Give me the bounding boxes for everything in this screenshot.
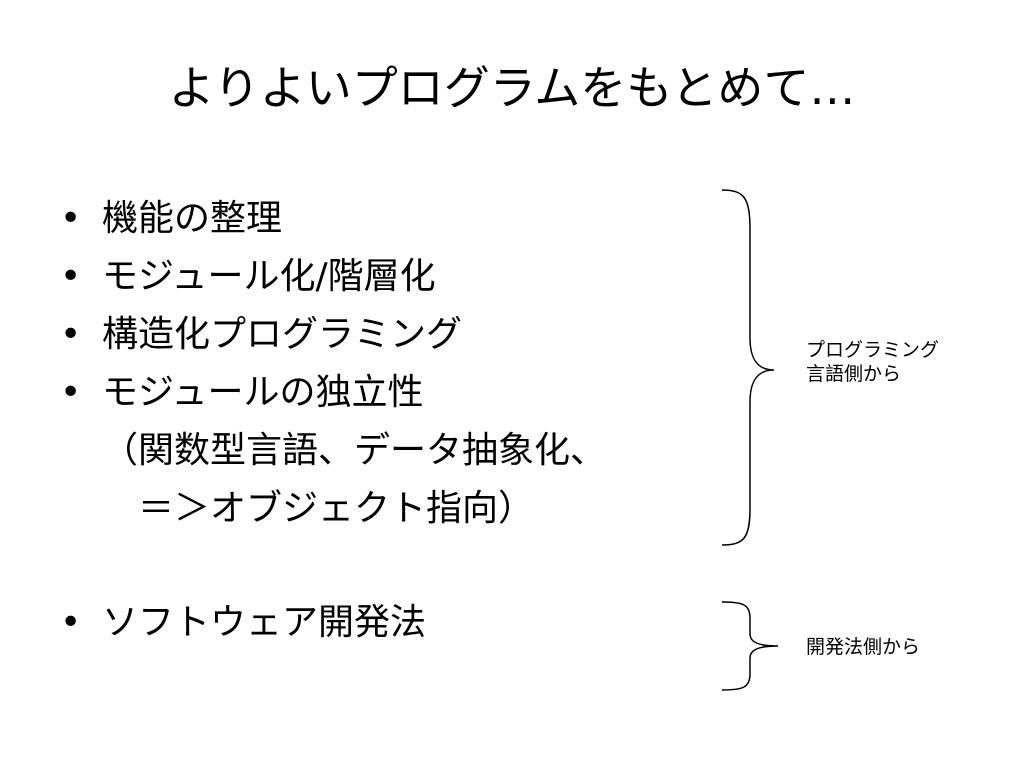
language-side-brace [721,189,775,546]
language-side-annotation: プログラミング 言語側から [806,338,939,386]
bullet-item-software-development-method: • ソフトウェア開発法 [60,594,606,652]
bullet-text: 構造化プログラミング [102,314,463,355]
annotation-line: 開発法側から [806,636,921,658]
bullet-text: 機能の整理 [102,198,283,239]
bullet-item-modularization: • モジュール化/階層化 [60,248,606,306]
bullet-dot: • [60,198,82,239]
bullet-text: モジュール化/階層化 [102,256,436,297]
slide-title: よりよいプログラムをもとめて… [168,61,856,115]
bullet-dot: • [60,256,82,297]
bullet-list: • 機能の整理 • モジュール化/階層化 • 構造化プログラミング • モジュー… [60,190,606,652]
annotation-line: プログラミング [806,339,940,361]
method-side-brace [721,601,779,691]
annotation-line: 言語側から [806,363,902,385]
bullet-subtext: ＝＞オブジェクト指向） [102,488,535,529]
bullet-item-function-organization: • 機能の整理 [60,190,606,248]
method-side-annotation: 開発法側から [806,635,920,659]
bullet-dot: • [60,314,82,355]
bullet-text: ソフトウェア開発法 [102,602,427,643]
bullet-dot: • [60,372,82,413]
bullet-dot: • [60,602,82,643]
bullet-item-module-independence: • モジュールの独立性 （関数型言語、データ抽象化、 ＝＞オブジェクト指向） [60,364,606,538]
bullet-subtext: （関数型言語、データ抽象化、 [102,430,607,471]
bullet-text: モジュールの独立性 [102,372,424,413]
bullet-item-structured-programming: • 構造化プログラミング [60,306,606,364]
